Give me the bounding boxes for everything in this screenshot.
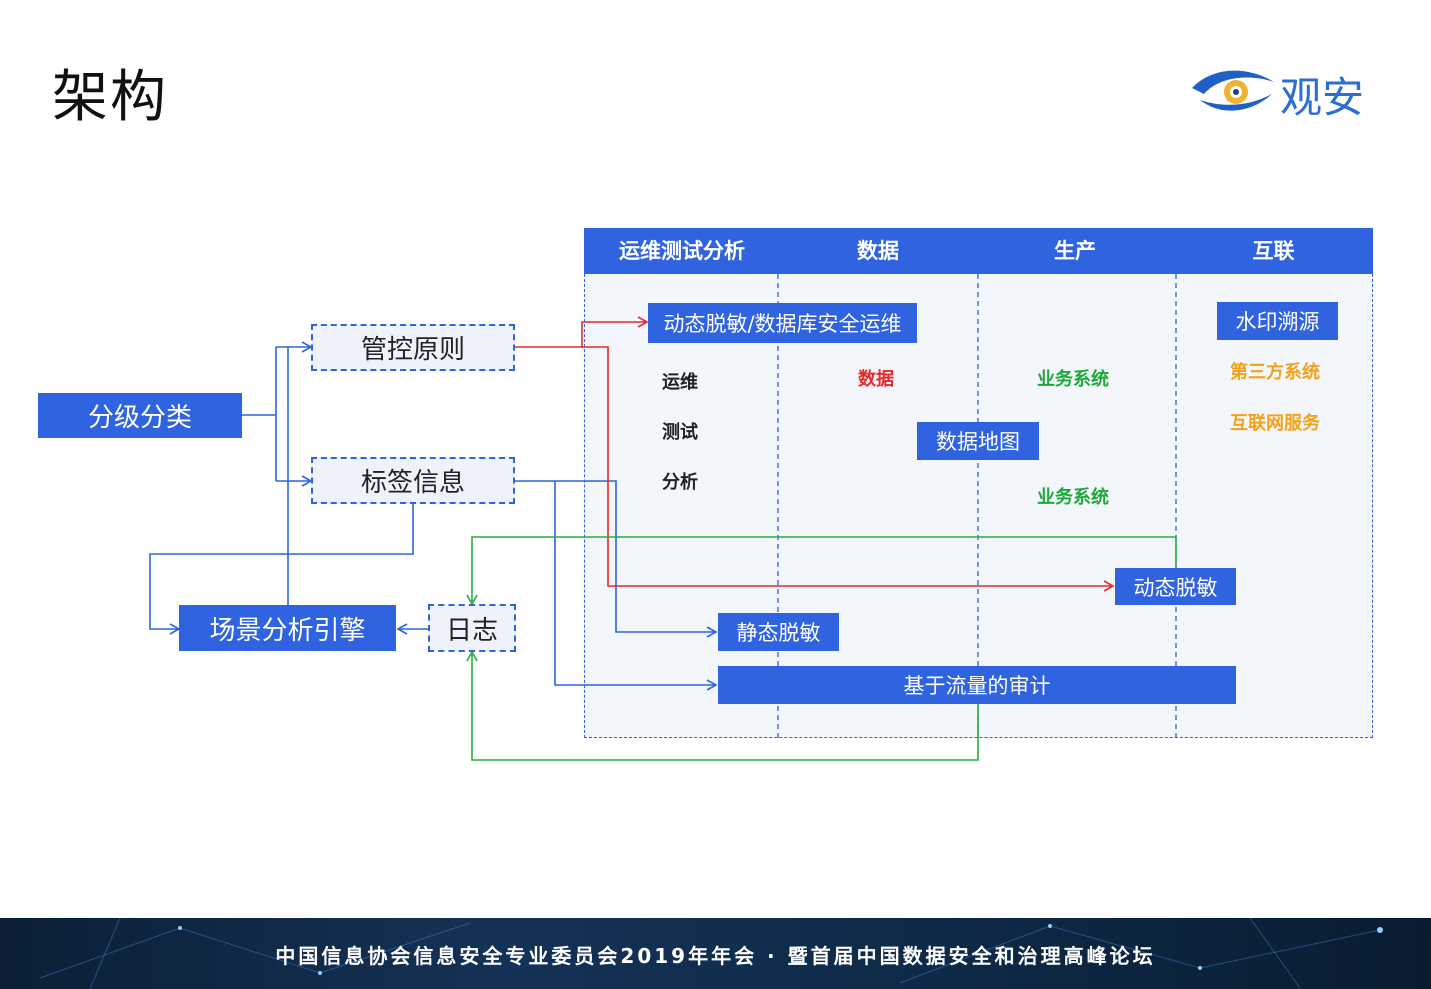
tag-info-box: 标签信息 xyxy=(311,457,515,504)
data-label: 数据 xyxy=(858,369,894,390)
column-header-bar: 运维测试分析 数据 生产 互联 xyxy=(584,228,1373,274)
business-system-label-1: 业务系统 xyxy=(1037,369,1109,390)
internet-service-label: 互联网服务 xyxy=(1230,413,1320,434)
column-header-production: 生产 xyxy=(1054,239,1096,263)
business-system-label-2: 业务系统 xyxy=(1037,487,1109,508)
dynamic-mask-db-ops-box: 动态脱敏/数据库安全运维 xyxy=(648,303,917,343)
third-party-system-label: 第三方系统 xyxy=(1230,362,1320,383)
green-connectors xyxy=(466,536,1177,761)
red-connectors xyxy=(515,316,1115,592)
control-principle-box: 管控原则 xyxy=(311,324,515,371)
column-header-data: 数据 xyxy=(857,239,899,263)
dynamic-mask-box: 动态脱敏 xyxy=(1115,568,1236,605)
architecture-panel xyxy=(584,274,1373,738)
data-map-box: 数据地图 xyxy=(917,422,1039,460)
footer-banner: 中国信息协会信息安全专业委员会2019年年会 · 暨首届中国数据安全和治理高峰论… xyxy=(0,918,1431,989)
network-decoration-icon xyxy=(39,918,1383,989)
column-header-internet: 互联 xyxy=(1252,239,1295,263)
test-label: 测试 xyxy=(662,422,698,443)
ops-label: 运维 xyxy=(662,372,698,393)
classification-box: 分级分类 xyxy=(38,393,242,438)
analysis-label: 分析 xyxy=(662,472,698,493)
traffic-audit-box: 基于流量的审计 xyxy=(718,666,1236,704)
brand-logo-text: 观安 xyxy=(1280,73,1365,122)
eye-logo-icon xyxy=(1192,70,1274,111)
column-header-ops-test-analysis: 运维测试分析 xyxy=(619,239,745,263)
blue-connectors xyxy=(149,341,718,691)
page-title: 架构 xyxy=(52,65,168,130)
watermark-trace-box: 水印溯源 xyxy=(1217,302,1338,340)
scene-analysis-engine-box: 场景分析引擎 xyxy=(179,605,396,651)
log-box: 日志 xyxy=(428,604,516,652)
brand-logo: 观安 xyxy=(1188,60,1378,122)
static-mask-box: 静态脱敏 xyxy=(718,613,839,651)
footer-text: 中国信息协会信息安全专业委员会2019年年会 · 暨首届中国数据安全和治理高峰论… xyxy=(275,944,1156,968)
